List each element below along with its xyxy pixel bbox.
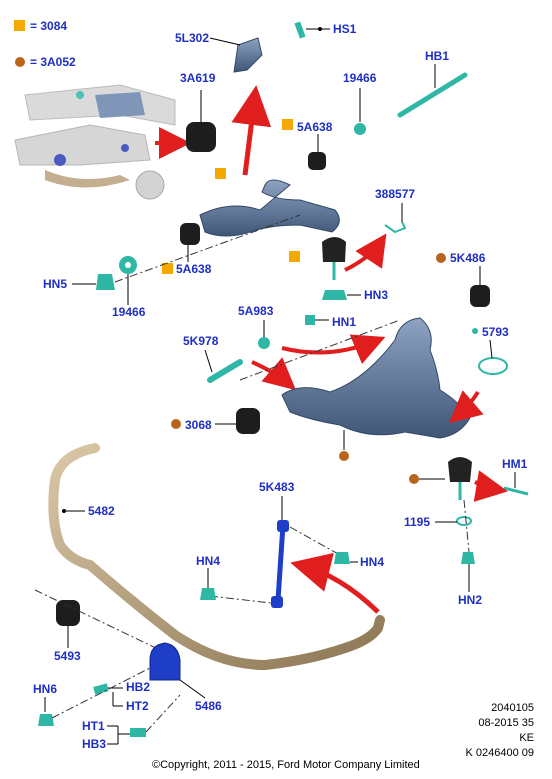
square-marker-5a638-top bbox=[282, 119, 293, 130]
label-hn3: HN3 bbox=[364, 288, 388, 302]
circle-marker-3068 bbox=[171, 419, 181, 429]
reference-line-2: 08-2015 35 bbox=[478, 717, 534, 729]
reference-block: 2040105 08-2015 35 KE K 0246400 09 bbox=[465, 701, 534, 761]
label-5793: 5793 bbox=[482, 325, 509, 339]
stabilizer-bar-5482 bbox=[48, 443, 385, 671]
washer-5a983 bbox=[258, 337, 270, 349]
label-5493: 5493 bbox=[54, 649, 81, 663]
label-5a983: 5A983 bbox=[238, 304, 274, 318]
circle-marker-5k486 bbox=[436, 253, 446, 263]
legend-square-code: = 3084 bbox=[30, 19, 67, 33]
bushing-5a638-left bbox=[180, 223, 200, 245]
square-marker-5a638-left bbox=[162, 263, 173, 274]
label-hm1: HM1 bbox=[502, 457, 528, 471]
copyright-notice: ©Copyright, 2011 - 2015, Ford Motor Comp… bbox=[152, 759, 420, 771]
legend-square-marker bbox=[14, 20, 25, 31]
label-hb2: HB2 bbox=[126, 680, 150, 694]
reference-line-1: 2040105 bbox=[491, 702, 534, 714]
label-hb3: HB3 bbox=[82, 737, 106, 751]
screw-hs1 bbox=[294, 21, 306, 39]
label-hn2: HN2 bbox=[458, 593, 482, 607]
label-5k486: 5K486 bbox=[450, 251, 486, 265]
square-marker-upper-arm bbox=[215, 168, 226, 179]
label-hn4-left: HN4 bbox=[196, 554, 220, 568]
label-19466-left: 19466 bbox=[112, 305, 146, 319]
washer-1195 bbox=[456, 516, 472, 526]
bolt-hb1 bbox=[397, 72, 468, 118]
bolt-hb2 bbox=[93, 683, 109, 695]
circle-marker-lower-arm bbox=[339, 451, 349, 461]
label-1195: 1195 bbox=[404, 515, 430, 529]
circle-marker-lower-balljoint bbox=[409, 474, 419, 484]
bushing-5k486 bbox=[470, 285, 490, 307]
legend-circle-marker bbox=[15, 57, 25, 67]
lower-control-arm bbox=[281, 317, 471, 439]
reference-line-4: K 0246400 09 bbox=[465, 747, 534, 759]
label-hn5: HN5 bbox=[43, 277, 67, 291]
label-3a619: 3A619 bbox=[180, 71, 216, 85]
shield-5l302 bbox=[233, 37, 263, 73]
label-hs1: HS1 bbox=[333, 22, 357, 36]
label-ht2: HT2 bbox=[126, 699, 149, 713]
bushing-5a638-top bbox=[308, 152, 326, 170]
label-5l302: 5L302 bbox=[175, 31, 209, 45]
clip-388577 bbox=[384, 221, 407, 234]
nut-hn4-left bbox=[200, 588, 216, 600]
label-hn4-right: HN4 bbox=[360, 555, 384, 569]
label-19466-top: 19466 bbox=[343, 71, 377, 85]
label-5k483: 5K483 bbox=[259, 480, 295, 494]
upper-control-arm bbox=[199, 179, 340, 237]
ring-5793 bbox=[478, 357, 508, 375]
bolt-5k978 bbox=[207, 359, 243, 383]
label-5486: 5486 bbox=[195, 699, 222, 713]
label-5a638-top: 5A638 bbox=[297, 120, 333, 134]
label-3068: 3068 bbox=[185, 418, 212, 432]
label-hn1: HN1 bbox=[332, 315, 356, 329]
nut-hn5 bbox=[96, 274, 115, 290]
nut-hn6 bbox=[38, 714, 54, 726]
bracket-5486 bbox=[149, 642, 181, 681]
nut-hn3 bbox=[322, 290, 347, 300]
bushing-5493 bbox=[56, 600, 80, 626]
vehicle-context-thumbnail bbox=[14, 84, 176, 200]
nut-hn1 bbox=[305, 315, 315, 325]
bolt-hm1 bbox=[503, 486, 529, 496]
label-hb1: HB1 bbox=[425, 49, 449, 63]
lower-ball-joint bbox=[448, 457, 472, 482]
reference-line-3: KE bbox=[519, 732, 534, 744]
label-hn6: HN6 bbox=[33, 682, 57, 696]
label-5a638-left: 5A638 bbox=[176, 262, 212, 276]
bolt-ht1-hb3 bbox=[130, 728, 146, 737]
nut-hn4-right bbox=[334, 552, 350, 564]
upper-ball-joint bbox=[322, 237, 346, 262]
label-5k978: 5K978 bbox=[183, 334, 219, 348]
legend-circle-code: = 3A052 bbox=[30, 55, 76, 69]
label-ht1: HT1 bbox=[82, 719, 105, 733]
washer-19466-top bbox=[354, 123, 366, 135]
bushing-3a619 bbox=[186, 122, 216, 152]
square-marker-balljoint bbox=[289, 251, 300, 262]
nut-hn2 bbox=[461, 552, 475, 564]
label-5482: 5482 bbox=[88, 504, 115, 518]
label-388577: 388577 bbox=[375, 187, 415, 201]
bushing-3068 bbox=[236, 408, 260, 434]
stabilizer-link-5k483 bbox=[275, 524, 286, 601]
